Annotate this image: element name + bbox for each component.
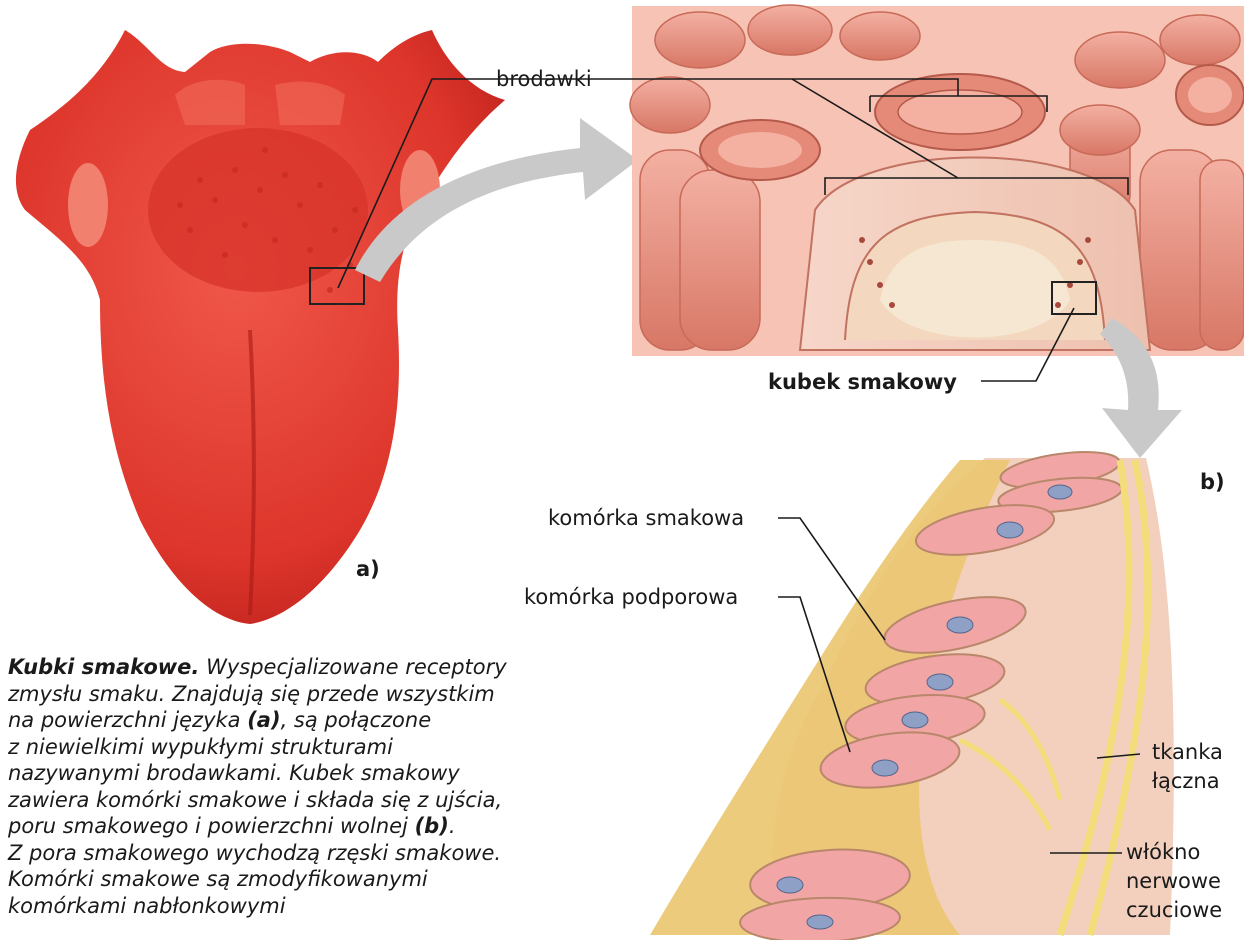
caption-line3a: na powierzchni języka (8, 708, 247, 732)
caption-line-9: Komórki smakowe są zmodyfikowanymi (8, 866, 598, 893)
caption-line7a: poru smakowego i powierzchni wolnej (8, 814, 415, 838)
caption-line3c: , są połączone (281, 708, 432, 732)
caption-line-5: nazywanymi brodawkami. Kubek smakowy (8, 760, 598, 787)
caption-line-1: Kubki smakowe. Wyspecjalizowane receptor… (8, 654, 598, 681)
label-connective-l1: tkanka (1152, 738, 1223, 767)
label-taste-cell: komórka smakowa (548, 508, 744, 529)
caption-line-10: komórkami nabłonkowymi (8, 893, 598, 920)
label-connective-l2: łączna (1152, 767, 1223, 796)
panel-label-a: a) (356, 557, 380, 581)
label-support-cell: komórka podporowa (524, 587, 738, 608)
caption-line-8: Z pora smakowego wychodzą rzęski smakowe… (8, 840, 598, 867)
caption-line-4: z niewielkimi wypukłymi strukturami (8, 734, 598, 761)
caption-line-3: na powierzchni języka (a), są połączone (8, 707, 598, 734)
papillae-drawing (630, 5, 1244, 356)
label-papillae: brodawki (496, 69, 592, 90)
caption-line7c: . (449, 814, 456, 838)
label-nerve-l1: włókno (1126, 838, 1222, 867)
label-nerve-fiber: włókno nerwowe czuciowe (1126, 838, 1222, 925)
tongue-drawing (16, 30, 505, 624)
caption-line-7: poru smakowego i powierzchni wolnej (b). (8, 813, 598, 840)
caption-line-2: zmysłu smaku. Znajdują się przede wszyst… (8, 681, 598, 708)
label-nerve-l2: nerwowe (1126, 867, 1222, 896)
caption-line3b: (a) (247, 708, 280, 732)
panel-label-b: b) (1200, 470, 1225, 494)
figure-caption: Kubki smakowe. Wyspecjalizowane receptor… (8, 654, 598, 919)
label-nerve-l3: czuciowe (1126, 896, 1222, 925)
caption-line-6: zawiera komórki smakowe i składa się z u… (8, 787, 598, 814)
caption-title: Kubki smakowe. (8, 655, 199, 679)
caption-line1-text: Wyspecjalizowane receptory (199, 655, 506, 679)
label-taste-bud: kubek smakowy (768, 372, 957, 393)
caption-line7b: (b) (415, 814, 449, 838)
label-connective-tissue: tkanka łączna (1152, 738, 1223, 796)
